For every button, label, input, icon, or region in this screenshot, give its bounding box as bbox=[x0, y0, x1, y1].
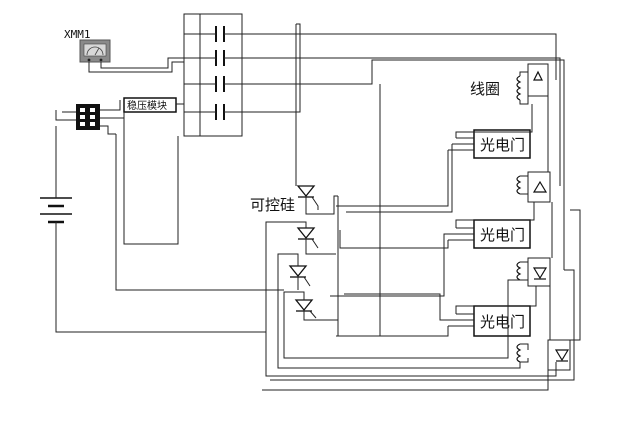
thyristor-4 bbox=[294, 299, 317, 319]
photogate-2-box bbox=[473, 219, 531, 249]
thyristor-2 bbox=[296, 227, 319, 249]
diode-2 bbox=[527, 171, 551, 203]
coil-label: 线圈 bbox=[470, 80, 500, 98]
thyristor-3 bbox=[288, 265, 311, 287]
multimeter-display bbox=[83, 43, 107, 57]
switch-block bbox=[76, 104, 100, 130]
multimeter: XMM1 bbox=[64, 28, 111, 63]
coil-4 bbox=[516, 343, 529, 363]
photogate-1-box bbox=[473, 129, 531, 159]
photogate-2-label: 光电门 bbox=[480, 226, 525, 244]
photogate-1: 光电门 bbox=[448, 129, 531, 159]
coil-3 bbox=[516, 261, 529, 281]
thyristor-1 bbox=[296, 185, 319, 210]
capacitor-bank bbox=[183, 13, 243, 137]
coil-2 bbox=[516, 175, 529, 195]
switch-body bbox=[76, 104, 100, 130]
photogate-3-label: 光电门 bbox=[480, 313, 525, 331]
regulator-label: 稳压模块 bbox=[127, 99, 167, 112]
coil-1 bbox=[516, 71, 529, 105]
thyristor-label: 可控硅 bbox=[250, 196, 295, 214]
photogate-2: 光电门 bbox=[448, 219, 531, 249]
diode-1 bbox=[527, 63, 549, 97]
diode-4 bbox=[547, 339, 571, 371]
photogate-3: 光电门 bbox=[448, 305, 531, 337]
diode-3 bbox=[527, 257, 551, 287]
photogate-3-box bbox=[473, 305, 531, 337]
photogate-1-label: 光电门 bbox=[480, 136, 525, 154]
regulator-box bbox=[123, 97, 177, 113]
regulator-module: 稳压模块 bbox=[123, 97, 177, 113]
battery bbox=[40, 197, 72, 224]
multimeter-label: XMM1 bbox=[64, 28, 91, 41]
